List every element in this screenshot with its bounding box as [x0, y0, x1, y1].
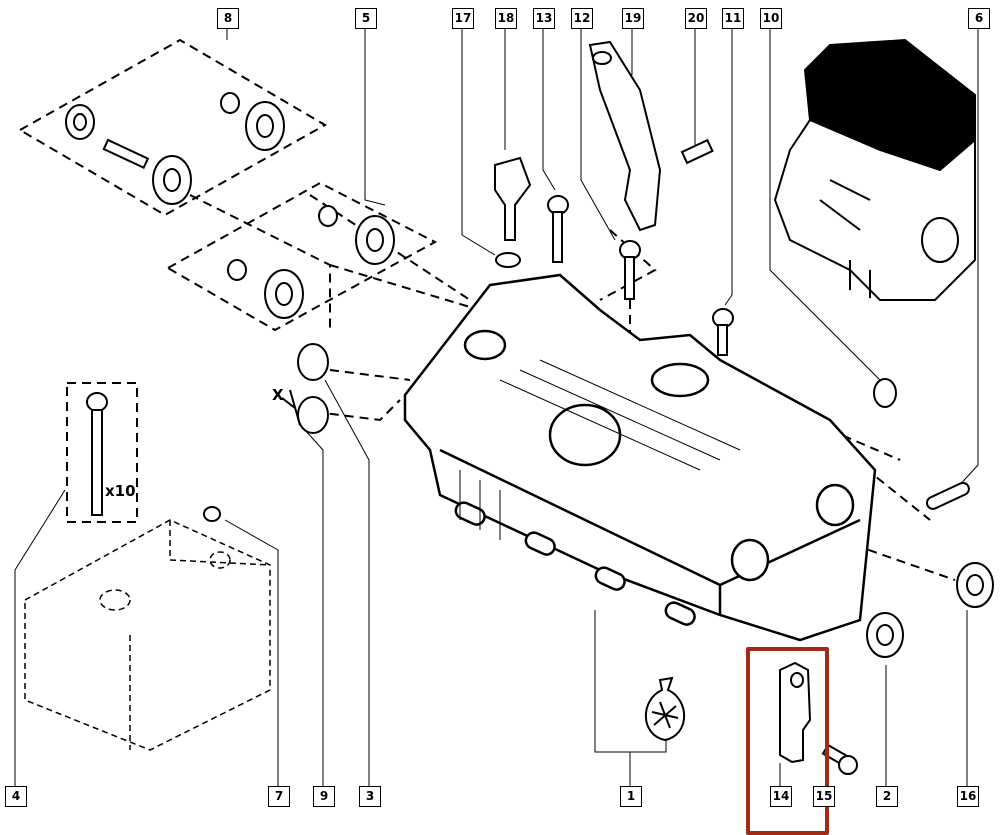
leader-10 [769, 28, 881, 381]
nut-5b [227, 259, 247, 281]
pulley-8c [245, 101, 285, 151]
seal-17 [495, 252, 521, 268]
kit-outline-5 [165, 181, 438, 332]
callout-11[interactable]: 11 [722, 8, 744, 29]
leader-13 [542, 28, 556, 191]
pulley-5a [355, 215, 395, 265]
callout-14[interactable]: 14 [770, 786, 792, 807]
callout-13[interactable]: 13 [533, 8, 555, 29]
grease-bag-icon [644, 676, 686, 742]
dimension-x-arrow [281, 389, 301, 426]
leader-5 [364, 28, 386, 206]
plug-cap-9 [297, 396, 329, 434]
callout-12[interactable]: 12 [571, 8, 593, 29]
dimension-x-label: X [272, 386, 284, 404]
nut-5a [318, 205, 338, 227]
callout-10[interactable]: 10 [760, 8, 782, 29]
plug-7 [203, 506, 221, 522]
leader-6 [954, 28, 979, 491]
callout-20[interactable]: 20 [685, 8, 707, 29]
callout-17[interactable]: 17 [452, 8, 474, 29]
bolt-shank-11 [717, 324, 728, 356]
callout-3[interactable]: 3 [359, 786, 381, 807]
callout-9[interactable]: 9 [313, 786, 335, 807]
plug-seal-16 [956, 562, 994, 608]
callout-1[interactable]: 1 [620, 786, 642, 807]
lifting-bracket-14 [779, 661, 812, 764]
leader-9 [304, 429, 324, 788]
bolt-box-4 [66, 382, 138, 523]
callout-16[interactable]: 16 [957, 786, 979, 807]
callout-18[interactable]: 18 [495, 8, 517, 29]
pulley-8b [152, 155, 192, 205]
bolt-shank-4 [91, 409, 103, 516]
bolt-20 [680, 138, 714, 165]
pulley-5b [264, 269, 304, 319]
callout-15[interactable]: 15 [813, 786, 835, 807]
alignment-dash-4 [299, 369, 411, 422]
cylinder-head [403, 273, 877, 642]
sensor-18 [494, 156, 532, 241]
callout-2[interactable]: 2 [876, 786, 898, 807]
kit-outline-8 [17, 38, 328, 217]
bolt-8 [102, 138, 150, 169]
callout-7[interactable]: 7 [268, 786, 290, 807]
callout-5[interactable]: 5 [355, 8, 377, 29]
bolt-shank-12 [624, 256, 635, 300]
leader-3 [324, 379, 370, 788]
bolt-quantity-label: x10 [105, 482, 136, 500]
pulley-8a [65, 104, 95, 140]
callout-19[interactable]: 19 [622, 8, 644, 29]
leader-17 [461, 28, 496, 256]
plug-seal-2 [866, 612, 904, 658]
callout-8[interactable]: 8 [217, 8, 239, 29]
nut-8 [220, 92, 240, 114]
callout-6[interactable]: 6 [968, 8, 990, 29]
leader-1 [594, 610, 667, 788]
lifting-eye-19 [588, 40, 662, 232]
engine-block-outline [24, 519, 271, 751]
plug-cap-3 [297, 343, 329, 381]
leader-4 [14, 489, 66, 788]
leader-11 [724, 28, 733, 306]
bolt-shank-13 [552, 211, 563, 263]
plug-10 [873, 378, 897, 408]
bolt-head-4 [86, 392, 108, 412]
callout-4[interactable]: 4 [5, 786, 27, 807]
stud-6 [925, 481, 970, 510]
leader-12 [580, 28, 616, 241]
leader-7 [224, 519, 279, 788]
